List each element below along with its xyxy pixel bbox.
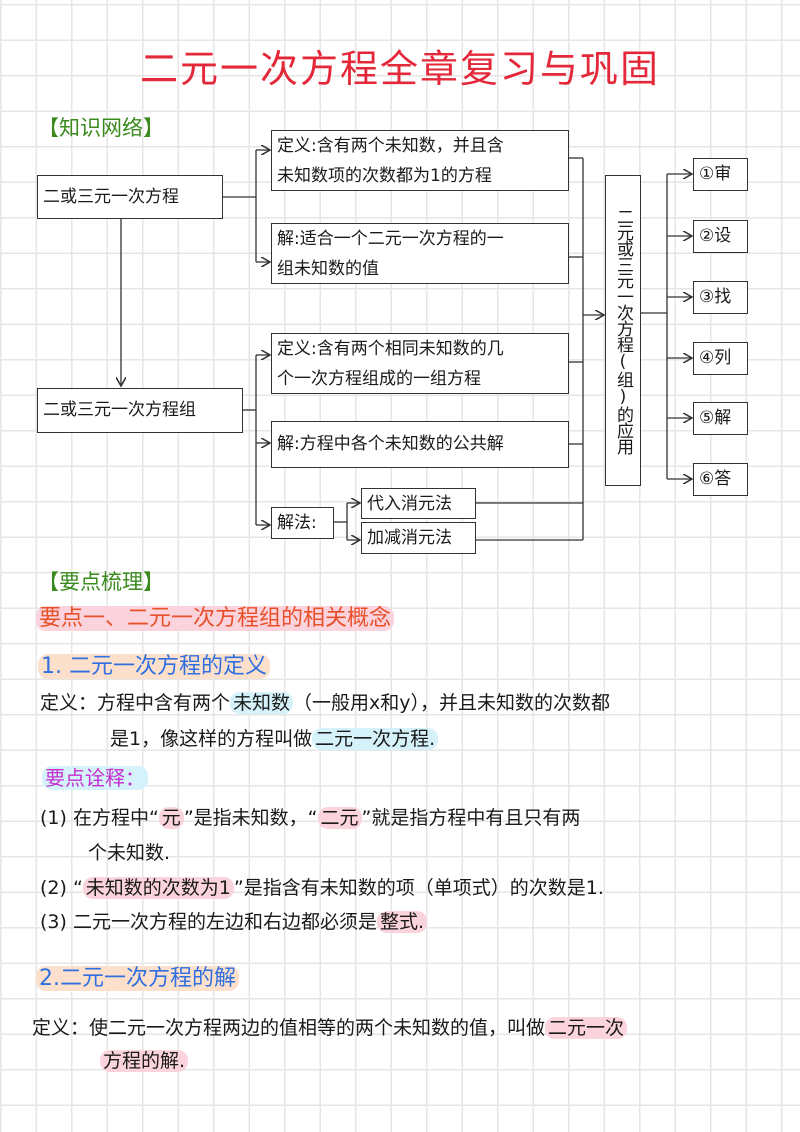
highlight: 二元一次: [545, 1017, 628, 1039]
equation-definition-box: 定义:含有两个未知数，并且含 未知数项的次数都为1的方程: [271, 130, 569, 191]
section-heading: 要点一、二元一次方程组的相关概念: [36, 600, 395, 632]
system-box: 二或三元一次方程组: [37, 388, 243, 433]
highlight: 二元: [317, 807, 362, 829]
text: 使二元一次方程两边的值相等的两个未知数的值，叫做: [89, 1017, 546, 1039]
points-heading: 【要点梳理】: [38, 570, 164, 594]
step-box: ②设: [693, 220, 748, 253]
text: 是1，像这样的方程叫做: [110, 728, 313, 750]
note-1: (1) 在方程中“元”是指未知数，“二元”就是指方程中有且只有两: [40, 803, 580, 833]
page-title: 二元一次方程全章复习与巩固: [139, 47, 660, 91]
text-line: 组未知数的值: [277, 259, 379, 279]
definition-1-cont: 是1，像这样的方程叫做二元一次方程.: [110, 724, 439, 754]
highlight: 二元一次方程.: [312, 728, 439, 750]
subsection-title: 1. 二元一次方程的定义: [38, 654, 270, 679]
highlight: 整式.: [376, 911, 428, 933]
text-line: 个一次方程组成的一组方程: [277, 369, 481, 389]
addition-method-box: 加减消元法: [361, 522, 476, 554]
substitution-method-box: 代入消元法: [361, 488, 476, 519]
text: （一般用x和y），并且未知数的次数都: [293, 692, 611, 714]
note-2: (2) “未知数的次数为1”是指含有未知数的项（单项式）的次数是1.: [40, 873, 604, 903]
section-title: 要点一、二元一次方程组的相关概念: [36, 606, 395, 631]
text-line: 定义:含有两个未知数，并且含: [277, 136, 504, 156]
methods-label-box: 解法:: [271, 507, 334, 539]
highlight: 元: [158, 807, 184, 829]
label: 定义：: [40, 692, 98, 714]
text: ”是指含有未知数的项（单项式）的次数是1.: [233, 877, 604, 899]
subsection-heading: 1. 二元一次方程的定义: [38, 648, 270, 680]
text-line: 解:适合一个二元一次方程的一: [277, 229, 504, 249]
notes-heading: 要点诠释：: [42, 762, 148, 791]
text: ”是指未知数，“: [183, 807, 318, 829]
definition-2-cont: 方程的解.: [100, 1046, 189, 1076]
highlight: 未知数的次数为1: [82, 877, 234, 899]
equation-solution-box: 解:适合一个二元一次方程的一 组未知数的值: [271, 223, 569, 284]
text: 方程中含有两个: [97, 692, 231, 714]
text: (2) “: [40, 877, 83, 899]
network-heading: 【知识网络】: [38, 116, 164, 140]
highlight: 未知数: [230, 692, 294, 714]
subsection-heading-2: 2.二元一次方程的解: [36, 960, 239, 992]
application-box: 二元或三元一次方程(组)的应用: [605, 175, 641, 486]
label: 定义：: [32, 1017, 90, 1039]
notes-title: 要点诠释：: [42, 766, 148, 790]
text-line: 未知数项的次数都为1的方程: [277, 166, 492, 186]
definition-1: 定义：方程中含有两个未知数（一般用x和y），并且未知数的次数都: [40, 688, 610, 718]
text: (3) 二元一次方程的左边和右边都必须是: [40, 911, 377, 933]
step-box: ①审: [693, 158, 748, 191]
subsection-title: 2.二元一次方程的解: [36, 966, 239, 991]
highlight: 方程的解.: [100, 1050, 189, 1072]
equation-box: 二或三元一次方程: [37, 175, 223, 219]
note-1-cont: 个未知数.: [88, 842, 171, 864]
system-solution-box: 解:方程中各个未知数的公共解: [271, 421, 569, 468]
step-box: ⑤解: [693, 402, 748, 435]
connectors: [0, 0, 800, 600]
note-3: (3) 二元一次方程的左边和右边都必须是整式.: [40, 907, 428, 937]
text-line: 定义:含有两个相同未知数的几: [277, 339, 504, 359]
text: (1) 在方程中“: [40, 807, 159, 829]
system-definition-box: 定义:含有两个相同未知数的几 个一次方程组成的一组方程: [271, 333, 569, 394]
step-box: ⑥答: [693, 463, 748, 496]
text: ”就是指方程中有且只有两: [361, 807, 581, 829]
step-box: ④列: [693, 342, 748, 375]
definition-2: 定义：使二元一次方程两边的值相等的两个未知数的值，叫做二元一次: [32, 1013, 628, 1043]
step-box: ③找: [693, 281, 748, 314]
